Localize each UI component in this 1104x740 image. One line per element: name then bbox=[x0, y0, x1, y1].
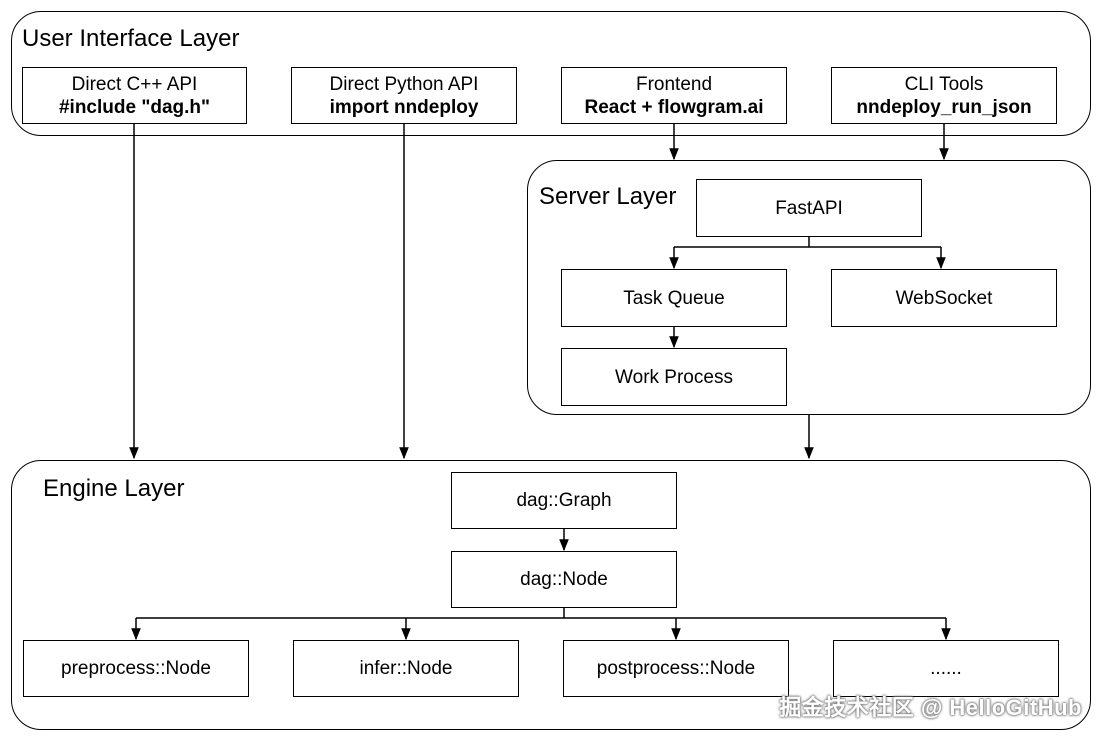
frontend-box: Frontend React + flowgram.ai bbox=[561, 67, 787, 124]
user-interface-layer-title: User Interface Layer bbox=[22, 25, 240, 52]
infer-node-label: infer::Node bbox=[359, 658, 453, 679]
work-process-label: Work Process bbox=[615, 366, 733, 388]
work-process-box: Work Process bbox=[561, 348, 787, 406]
cli-tools-box: CLI Tools nndeploy_run_json bbox=[831, 67, 1057, 124]
engine-layer-title: Engine Layer bbox=[43, 475, 185, 502]
direct-python-api-code: import nndeploy bbox=[329, 96, 479, 118]
watermark: 掘金技术社区 @ HelloGitHub bbox=[779, 695, 1082, 720]
task-queue-label: Task Queue bbox=[623, 287, 725, 309]
direct-cpp-api-label: Direct C++ API bbox=[71, 73, 198, 95]
ellipsis-node-label: ...... bbox=[930, 658, 962, 679]
server-layer-title: Server Layer bbox=[539, 183, 677, 210]
direct-python-api-label: Direct Python API bbox=[329, 73, 479, 95]
dag-graph-box: dag::Graph bbox=[451, 472, 677, 529]
postprocess-node-box: postprocess::Node bbox=[563, 640, 789, 697]
fastapi-label: FastAPI bbox=[775, 197, 843, 219]
frontend-label: Frontend bbox=[635, 73, 713, 95]
cli-tools-label: CLI Tools bbox=[904, 73, 984, 95]
dag-node-box: dag::Node bbox=[451, 551, 677, 608]
preprocess-node-box: preprocess::Node bbox=[23, 640, 249, 697]
infer-node-box: infer::Node bbox=[293, 640, 519, 697]
direct-cpp-api-box: Direct C++ API #include "dag.h" bbox=[22, 67, 247, 124]
ellipsis-node-box: ...... bbox=[833, 640, 1059, 697]
dag-node-label: dag::Node bbox=[520, 569, 608, 590]
postprocess-node-label: postprocess::Node bbox=[596, 658, 756, 679]
task-queue-box: Task Queue bbox=[561, 269, 787, 327]
fastapi-box: FastAPI bbox=[696, 179, 922, 237]
dag-graph-label: dag::Graph bbox=[516, 490, 612, 511]
preprocess-node-label: preprocess::Node bbox=[61, 658, 211, 679]
direct-python-api-box: Direct Python API import nndeploy bbox=[291, 67, 517, 124]
websocket-label: WebSocket bbox=[895, 287, 993, 309]
direct-cpp-api-code: #include "dag.h" bbox=[58, 96, 211, 118]
websocket-box: WebSocket bbox=[831, 269, 1057, 327]
frontend-tech: React + flowgram.ai bbox=[584, 96, 764, 118]
cli-tools-command: nndeploy_run_json bbox=[856, 96, 1032, 118]
